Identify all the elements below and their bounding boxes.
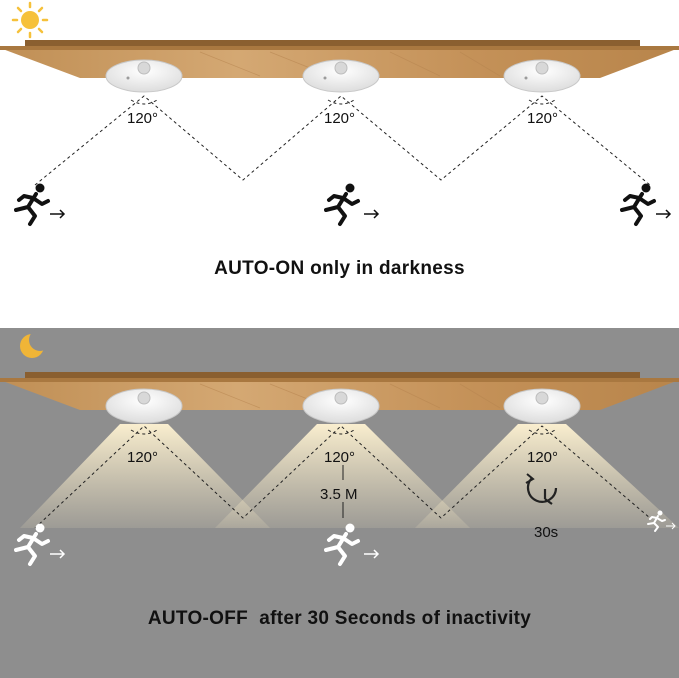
auto-on-panel: 120° 120° 120° AUTO-ON only in darkness bbox=[0, 0, 679, 328]
angle-label-2: 120° bbox=[324, 110, 355, 127]
sensor-light-3 bbox=[503, 388, 581, 424]
sun-icon bbox=[11, 1, 49, 39]
moon-icon bbox=[20, 329, 51, 358]
auto-on-caption: AUTO-ON only in darkness bbox=[214, 258, 465, 279]
angle-label-1: 120° bbox=[127, 449, 158, 466]
auto-off-panel: 120° 120° 120° 3.5 M 30s bbox=[0, 328, 679, 678]
running-person-icon bbox=[324, 523, 380, 566]
auto-on-scene: 120° 120° 120° bbox=[0, 1, 679, 226]
running-person-icon bbox=[324, 183, 380, 226]
auto-off-caption: AUTO-OFF after 30 Seconds of inactivity bbox=[147, 608, 532, 629]
running-person-icon bbox=[620, 183, 672, 226]
sensor-light-3 bbox=[503, 59, 581, 93]
sensor-light-1 bbox=[105, 59, 183, 93]
angle-label-1: 120° bbox=[127, 110, 158, 127]
timer-clock-icon bbox=[525, 473, 558, 505]
detection-range-lines bbox=[34, 95, 651, 186]
running-person-icon bbox=[647, 510, 676, 532]
auto-off-scene: 120° 120° 120° 3.5 M 30s bbox=[0, 329, 679, 566]
angle-label-3: 120° bbox=[527, 110, 558, 127]
angle-label-3: 120° bbox=[527, 449, 558, 466]
sensor-light-1 bbox=[105, 388, 183, 424]
light-beams bbox=[20, 424, 679, 528]
timer-label: 30s bbox=[534, 524, 558, 541]
detection-range-lines bbox=[34, 425, 651, 529]
running-person-icon bbox=[14, 183, 66, 226]
sensor-light-2 bbox=[302, 59, 380, 93]
distance-label: 3.5 M bbox=[320, 486, 358, 503]
sensor-light-2 bbox=[302, 388, 380, 424]
angle-label-2: 120° bbox=[324, 449, 355, 466]
running-person-icon bbox=[14, 523, 66, 566]
